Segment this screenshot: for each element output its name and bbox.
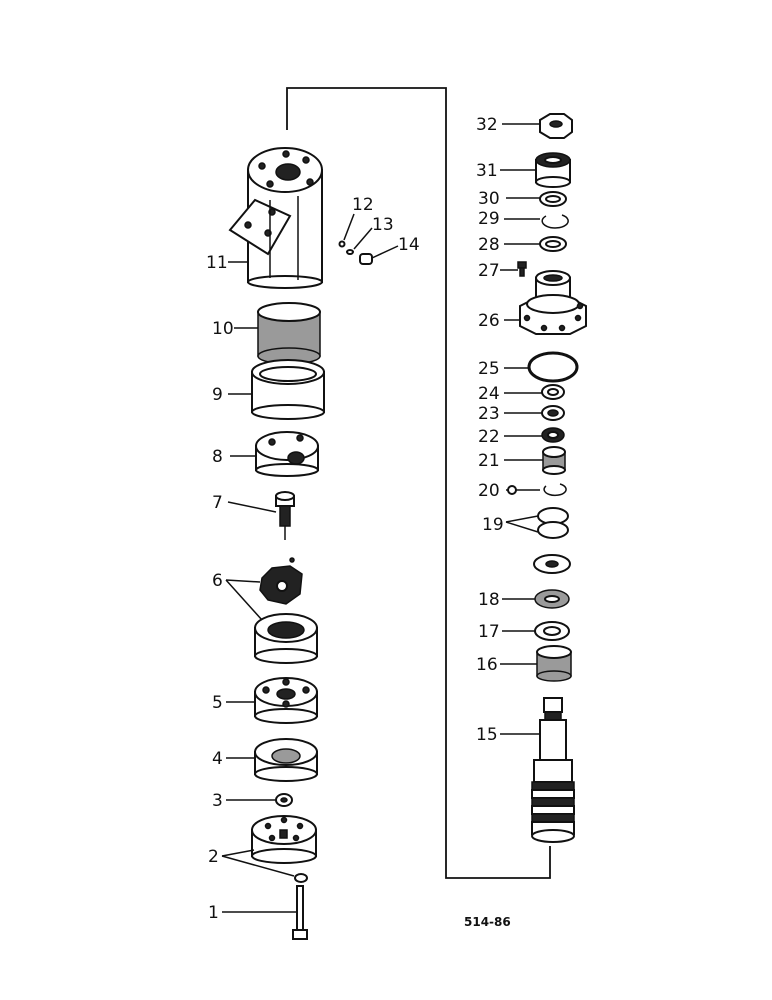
label-17: 17 [478,622,500,642]
part-21-bearing [542,446,566,475]
part-8-plate [255,431,319,477]
label-11: 11 [206,253,228,273]
label-24: 24 [478,384,500,404]
label-16: 16 [476,655,498,675]
part-17-washer [534,621,570,641]
part-9-ring [251,359,325,420]
part-25-o-ring [527,351,579,383]
label-32: 32 [476,115,498,135]
part-16-bushing [536,645,572,682]
label-21: 21 [478,451,500,471]
label-2: 2 [208,847,219,867]
label-3: 3 [212,791,223,811]
figure-code: 514-86 [464,915,511,929]
part-7-drive [275,491,295,540]
label-8: 8 [212,447,223,467]
part-20-snap-ring [543,483,567,497]
part-5-plate [254,677,318,724]
label-22: 22 [478,427,500,447]
label-23: 23 [478,404,500,424]
part-22-seal [541,427,565,443]
label-29: 29 [478,209,500,229]
part-32-nut [539,113,573,139]
label-19: 19 [482,515,504,535]
label-7: 7 [212,493,223,513]
label-10: 10 [212,319,234,339]
label-12: 12 [352,195,374,215]
label-1: 1 [208,903,219,923]
label-25: 25 [478,359,500,379]
part-1-bolt [292,885,308,940]
assembly-connector-line [286,87,551,879]
part-19-rings [537,507,569,539]
label-18: 18 [478,590,500,610]
part-26-flange [519,270,587,335]
label-6: 6 [212,571,223,591]
label-15: 15 [476,725,498,745]
label-14: 14 [398,235,420,255]
part-14-plug [359,253,373,265]
part-4-plate [254,738,318,782]
part-washer-unlabeled [533,554,571,574]
label-31: 31 [476,161,498,181]
part-11-housing [228,147,323,289]
label-27: 27 [478,261,500,281]
label-30: 30 [478,189,500,209]
label-4: 4 [212,749,223,769]
part-13-seal [346,249,354,255]
label-26: 26 [478,311,500,331]
part-27-screw [517,261,527,277]
label-9: 9 [212,385,223,405]
label-28: 28 [478,235,500,255]
part-24-seal [541,384,565,400]
part-12-ball [338,240,346,248]
part-10-sleeve [257,302,321,365]
part-30-washer [539,191,567,207]
label-13: 13 [372,215,394,235]
part-29-snap-ring [541,214,569,229]
part-31-bushing [535,152,571,188]
part-2-seal [294,873,308,883]
part-3-ball [275,793,293,807]
part-18-thrust-bearing [534,589,570,609]
part-28-ring [539,236,567,252]
part-6-stator [254,613,318,664]
label-5: 5 [212,693,223,713]
label-20: 20 [478,481,500,501]
part-15-spool [531,697,575,843]
part-2-end-cap [251,815,317,864]
part-6-rotor [259,557,303,605]
part-23-seal [541,405,565,421]
